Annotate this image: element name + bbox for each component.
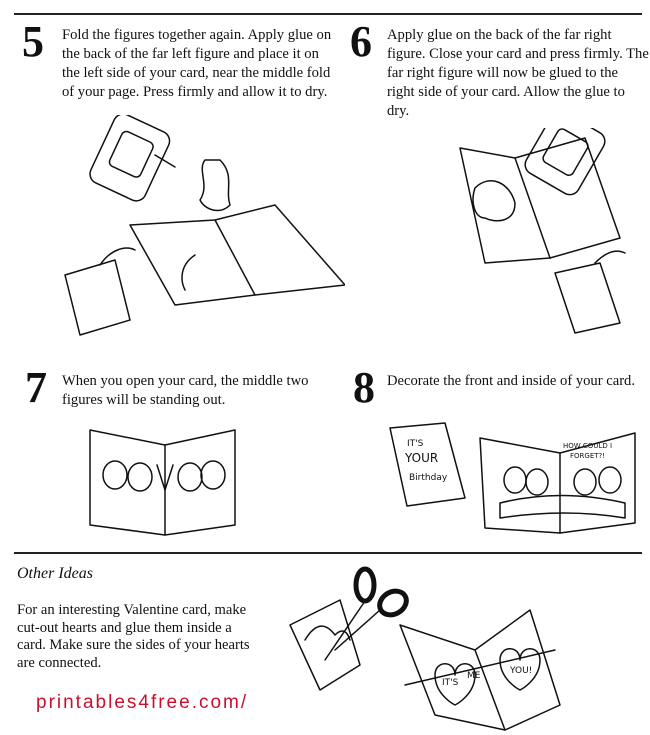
step-8-text: Decorate the front and inside of your ca… [387,373,635,389]
birthday-card-line-1: IT'S [407,439,424,449]
step-5-text: Fold the figures together again. Apply g… [62,27,332,100]
top-divider [14,13,642,15]
heart-text-its: IT'S [442,678,459,688]
step-6-text: Apply glue on the back of the far right … [387,27,649,119]
scissors-illustration [285,565,415,695]
other-ideas-text: For an interesting Valentine card, make … [17,602,250,671]
source-url[interactable]: printables4free.com/ [36,692,249,713]
step-8-number: 8 [353,363,375,412]
bottom-divider [14,552,642,554]
heart-text-you: YOU! [509,666,532,676]
step-8-illustration: IT'S YOUR Birthday HOW COULD I FORGET?! [385,418,645,538]
valentine-card-illustration: IT'S ME YOU! [395,605,575,735]
step-5-illustration [55,115,345,345]
other-ideas-title: Other Ideas [17,565,93,582]
step-7-number: 7 [25,363,47,412]
step-6-illustration [455,128,645,348]
speech-line-1: HOW COULD I [563,442,612,450]
speech-line-2: FORGET?! [570,452,605,460]
step-7-text: When you open your card, the middle two … [62,373,309,408]
step-5-number: 5 [22,17,44,66]
birthday-card-line-2: YOUR [404,451,438,465]
step-6-number: 6 [350,17,372,66]
birthday-card-line-3: Birthday [409,473,448,483]
heart-text-me: ME [467,671,481,681]
step-7-illustration [85,425,245,540]
